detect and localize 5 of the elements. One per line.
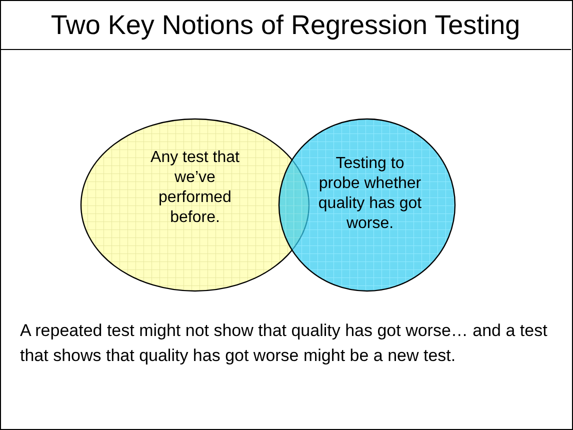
title: Two Key Notions of Regression Testing — [50, 9, 522, 42]
circle-text: Any test that we’ve performed before. — [150, 148, 240, 228]
circle-text: Testing to probe whether quality has got worse. — [317, 154, 423, 234]
venn-circle — [278, 118, 456, 292]
caption: A repeated test might not show that quality has got worse… and a test that shows that quality has got worse might be a new test. — [20, 320, 548, 367]
